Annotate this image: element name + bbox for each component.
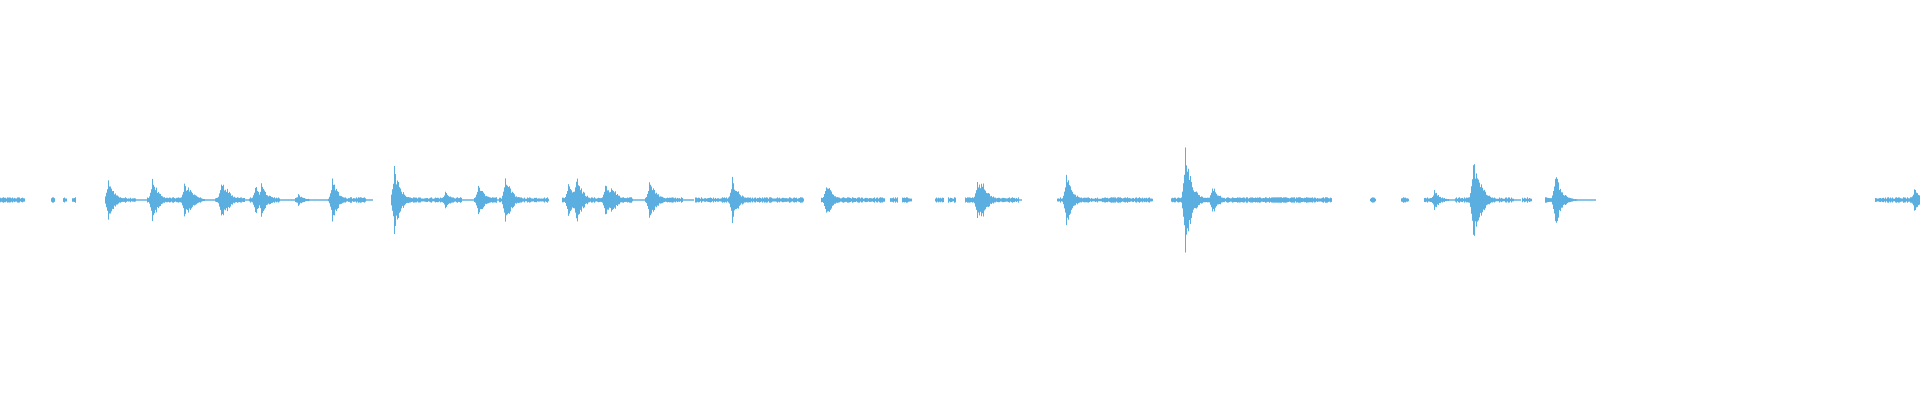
waveform-signal — [0, 147, 1920, 253]
